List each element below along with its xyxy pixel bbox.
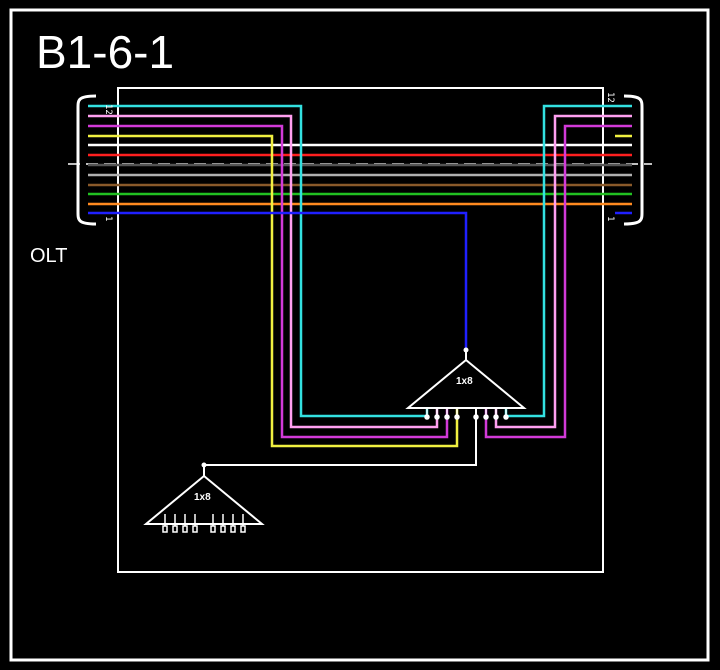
fiber-rose-left — [88, 114, 439, 429]
splitter-link — [203, 408, 477, 476]
splitter-secondary-label: 1x8 — [194, 492, 211, 503]
connector-right-bottom-number: 1 — [605, 216, 615, 221]
fiber-yellow-left — [88, 134, 459, 448]
outer-frame — [9, 8, 710, 662]
connector-left-bottom-number: 1 — [103, 216, 113, 221]
connector-left-top-number: 12 — [103, 104, 113, 115]
splitter-secondary-ports — [162, 514, 246, 533]
splitter-secondary: 1x8 — [143, 462, 265, 533]
fiber-rose-right — [494, 114, 632, 429]
splitter-main-label: 1x8 — [456, 376, 473, 387]
enclosure-box — [117, 87, 604, 573]
connector-right-body — [623, 94, 644, 226]
splitter-main: 1x8 — [405, 347, 527, 420]
connector-left: 12 1 — [76, 94, 113, 226]
splitter-main-body — [405, 358, 527, 409]
connector-left-body — [76, 94, 97, 226]
fiber-bundle-left-routed — [88, 104, 468, 448]
fiber-blue-input — [88, 211, 468, 350]
fiber-aqua-left — [88, 104, 429, 418]
fiber-aqua-right — [504, 104, 632, 418]
splitter-main-ports — [424, 408, 509, 420]
olt-label: OLT — [30, 245, 67, 267]
fiber-violet-left — [88, 124, 449, 439]
fiber-bundle-straight — [88, 143, 632, 206]
connector-right-top-number: 12 — [605, 92, 615, 103]
diagram-title: B1-6-1 — [36, 26, 174, 78]
fiber-violet-right — [484, 124, 632, 439]
splitter-secondary-body — [143, 474, 265, 525]
splitter-secondary-input-port — [201, 462, 207, 468]
connector-right: 12 1 — [605, 92, 644, 226]
